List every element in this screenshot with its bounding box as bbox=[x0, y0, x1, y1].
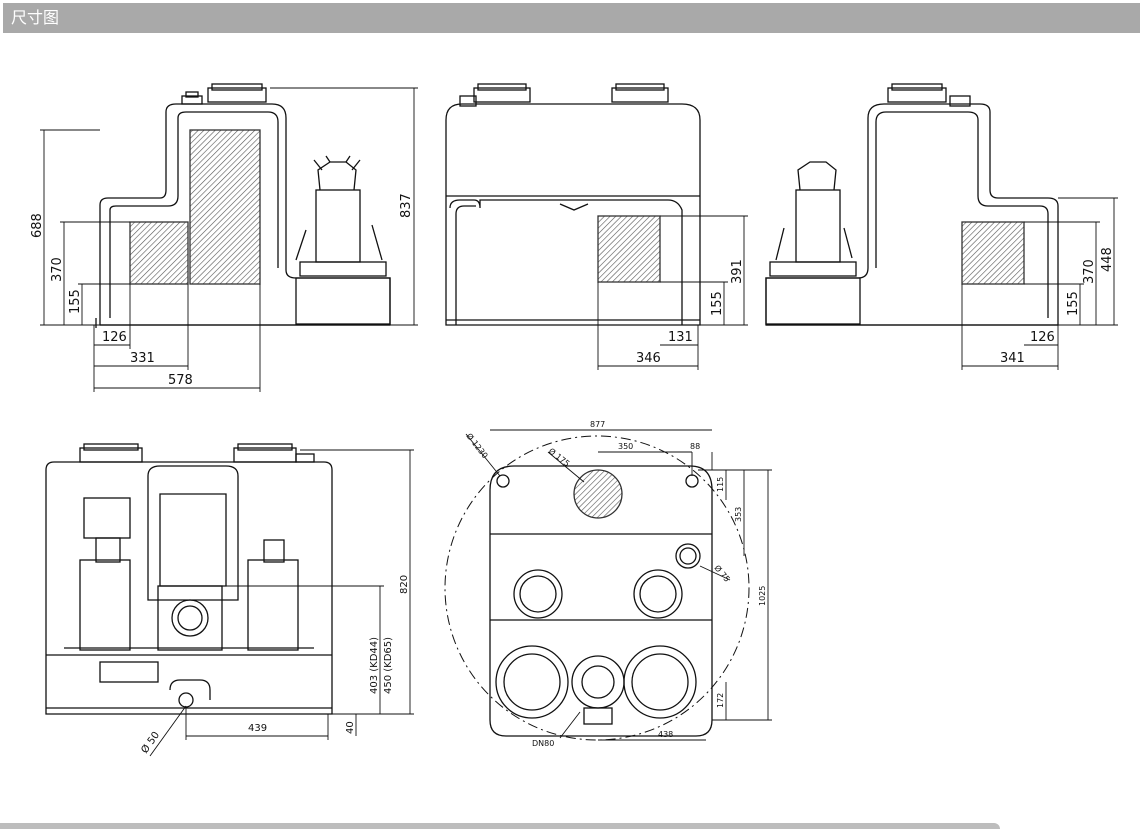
side-view-right bbox=[765, 83, 1059, 326]
dim-837: 837 bbox=[399, 193, 414, 218]
dim-370: 370 bbox=[50, 257, 65, 282]
dim-331: 331 bbox=[130, 351, 155, 366]
dim-40: 40 bbox=[345, 721, 356, 734]
dim-155-front: 155 bbox=[710, 291, 725, 316]
dim-155-right: 155 bbox=[1066, 291, 1081, 316]
dim-688: 688 bbox=[30, 213, 45, 238]
dim-450: 450 (KD65) bbox=[383, 637, 394, 694]
top-view bbox=[444, 435, 750, 741]
dim-439: 439 bbox=[248, 723, 267, 734]
footer-divider bbox=[0, 823, 1000, 829]
dim-131: 131 bbox=[668, 330, 693, 345]
dim-172: 172 bbox=[716, 693, 725, 708]
dim-877: 877 bbox=[590, 420, 605, 429]
dim-438: 438 bbox=[658, 730, 673, 739]
dim-175: Ø 175 bbox=[547, 446, 572, 469]
side-view-left bbox=[95, 83, 391, 328]
section-title: 尺寸图 bbox=[11, 8, 60, 27]
dim-dn80: DN80 bbox=[532, 739, 554, 748]
dim-350: 350 bbox=[618, 442, 633, 451]
dim-370-right: 370 bbox=[1082, 259, 1097, 284]
dim-1025: 1025 bbox=[758, 586, 767, 606]
dim-391: 391 bbox=[730, 259, 745, 284]
dim-578: 578 bbox=[168, 373, 193, 388]
dim-448: 448 bbox=[1100, 247, 1115, 272]
dim-115: 115 bbox=[716, 477, 725, 492]
dim-50: Ø 50 bbox=[139, 729, 162, 755]
dim-126: 126 bbox=[102, 330, 127, 345]
dim-1230: Ø 1230 bbox=[464, 431, 490, 460]
section-header: 尺寸图 bbox=[3, 3, 1140, 33]
dim-88: 88 bbox=[690, 442, 700, 451]
dim-341: 341 bbox=[1000, 351, 1025, 366]
dimension-lines bbox=[40, 87, 1118, 757]
dim-820: 820 bbox=[399, 575, 410, 594]
dim-155: 155 bbox=[68, 289, 83, 314]
dim-353: 353 bbox=[734, 507, 743, 522]
dim-126-right: 126 bbox=[1030, 330, 1055, 345]
back-view bbox=[45, 443, 333, 715]
dim-403: 403 (KD44) bbox=[369, 637, 380, 694]
dim-346: 346 bbox=[636, 351, 661, 366]
front-view bbox=[445, 83, 701, 326]
